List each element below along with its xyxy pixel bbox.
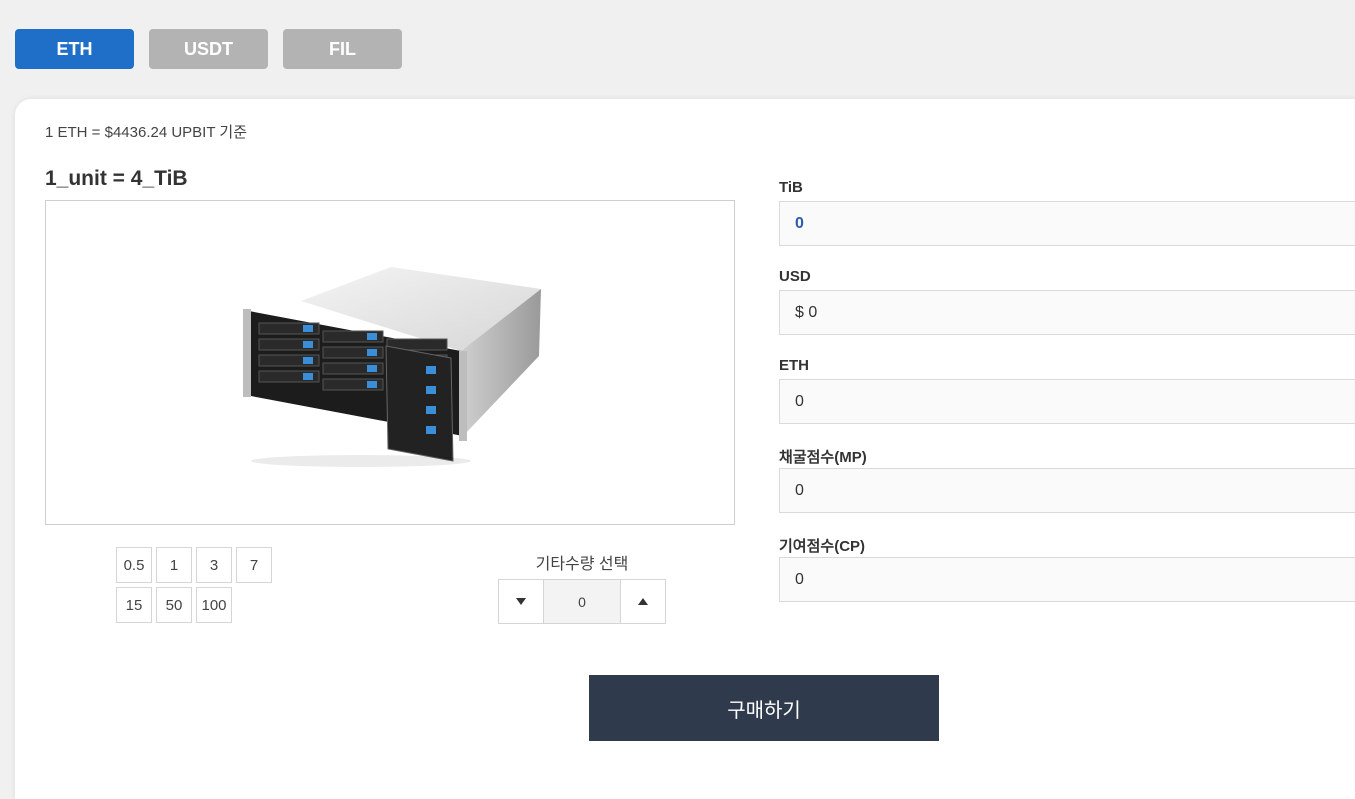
usd-field[interactable]: $ 0 [779,290,1355,335]
increment-button[interactable] [621,580,665,623]
quantity-option-3[interactable]: 3 [196,547,232,583]
buy-button[interactable]: 구매하기 [589,675,939,741]
eth-label: ETH [779,357,809,374]
quantity-option-15[interactable]: 15 [116,587,152,623]
contribution-score-field[interactable]: 0 [779,557,1355,602]
contribution-score-label: 기여점수(CP) [779,538,866,555]
quantity-row: 0.5 1 3 7 [116,547,272,583]
mining-score-field[interactable]: 0 [779,468,1355,513]
exchange-rate-text: 1 ETH = $4436.24 UPBIT 기준 [45,124,248,141]
usd-label: USD [779,268,811,285]
purchase-card: 1 ETH = $4436.24 UPBIT 기준 1_unit = 4_TiB [15,99,1355,799]
other-quantity-label: 기타수량 선택 [535,556,629,573]
product-image-box [45,200,735,525]
quantity-option-0-5[interactable]: 0.5 [116,547,152,583]
decrement-button[interactable] [499,580,543,623]
quantity-row: 15 50 100 [116,587,272,623]
triangle-up-icon [638,597,648,605]
quantity-option-50[interactable]: 50 [156,587,192,623]
tib-label: TiB [779,179,803,196]
quantity-option-1[interactable]: 1 [156,547,192,583]
eth-field[interactable]: 0 [779,379,1355,424]
tab-usdt[interactable]: USDT [149,29,268,69]
quantity-option-7[interactable]: 7 [236,547,272,583]
quantity-options: 0.5 1 3 7 15 50 100 [116,547,272,627]
quantity-option-100[interactable]: 100 [196,587,232,623]
tab-eth[interactable]: ETH [15,29,134,69]
quantity-stepper: 0 [498,579,666,624]
triangle-down-icon [516,597,526,605]
currency-tabs: ETH USDT FIL [15,29,402,69]
tib-field[interactable]: 0 [779,201,1355,246]
conversion-fields: TiB 0 USD $ 0 ETH 0 채굴점수(MP) 0 기여점수(CP) … [779,179,1355,624]
quantity-value[interactable]: 0 [543,580,621,623]
tab-fil[interactable]: FIL [283,29,402,69]
unit-title: 1_unit = 4_TiB [45,167,188,190]
server-image [243,267,541,467]
mining-score-label: 채굴점수(MP) [779,449,867,466]
